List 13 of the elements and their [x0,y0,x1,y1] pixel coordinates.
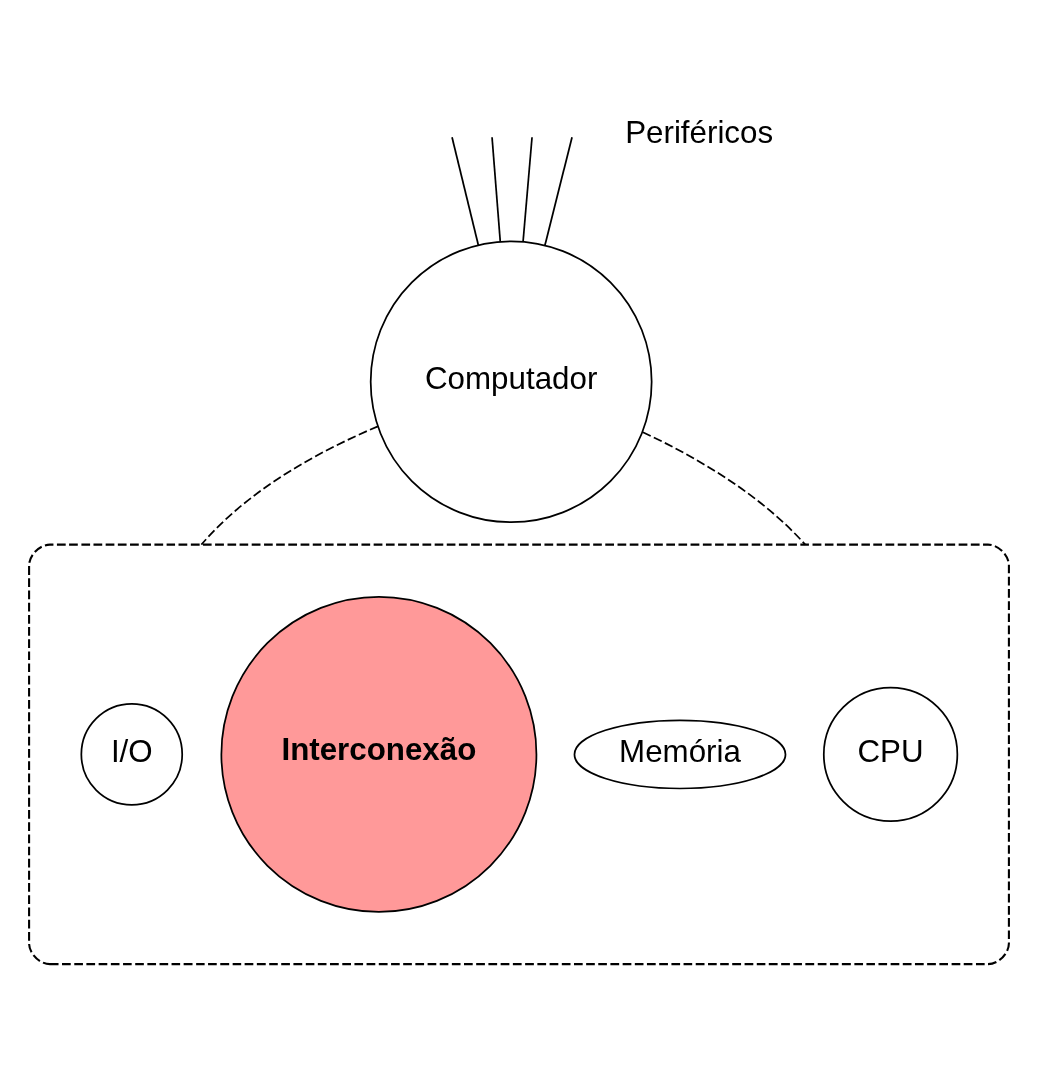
node-circle: Interconexão [220,596,538,913]
connector [544,136,573,247]
connector [491,136,502,243]
connector [642,431,807,546]
label: Periféricos [625,114,774,150]
connector [451,136,480,247]
connector [200,425,379,546]
connector [522,136,533,243]
cluster [28,543,1010,966]
node-ellipse: Memória [573,719,787,790]
node-circle: Computador [369,240,653,524]
node-circle: I/O [80,703,184,806]
node-circle: CPU [822,686,959,823]
